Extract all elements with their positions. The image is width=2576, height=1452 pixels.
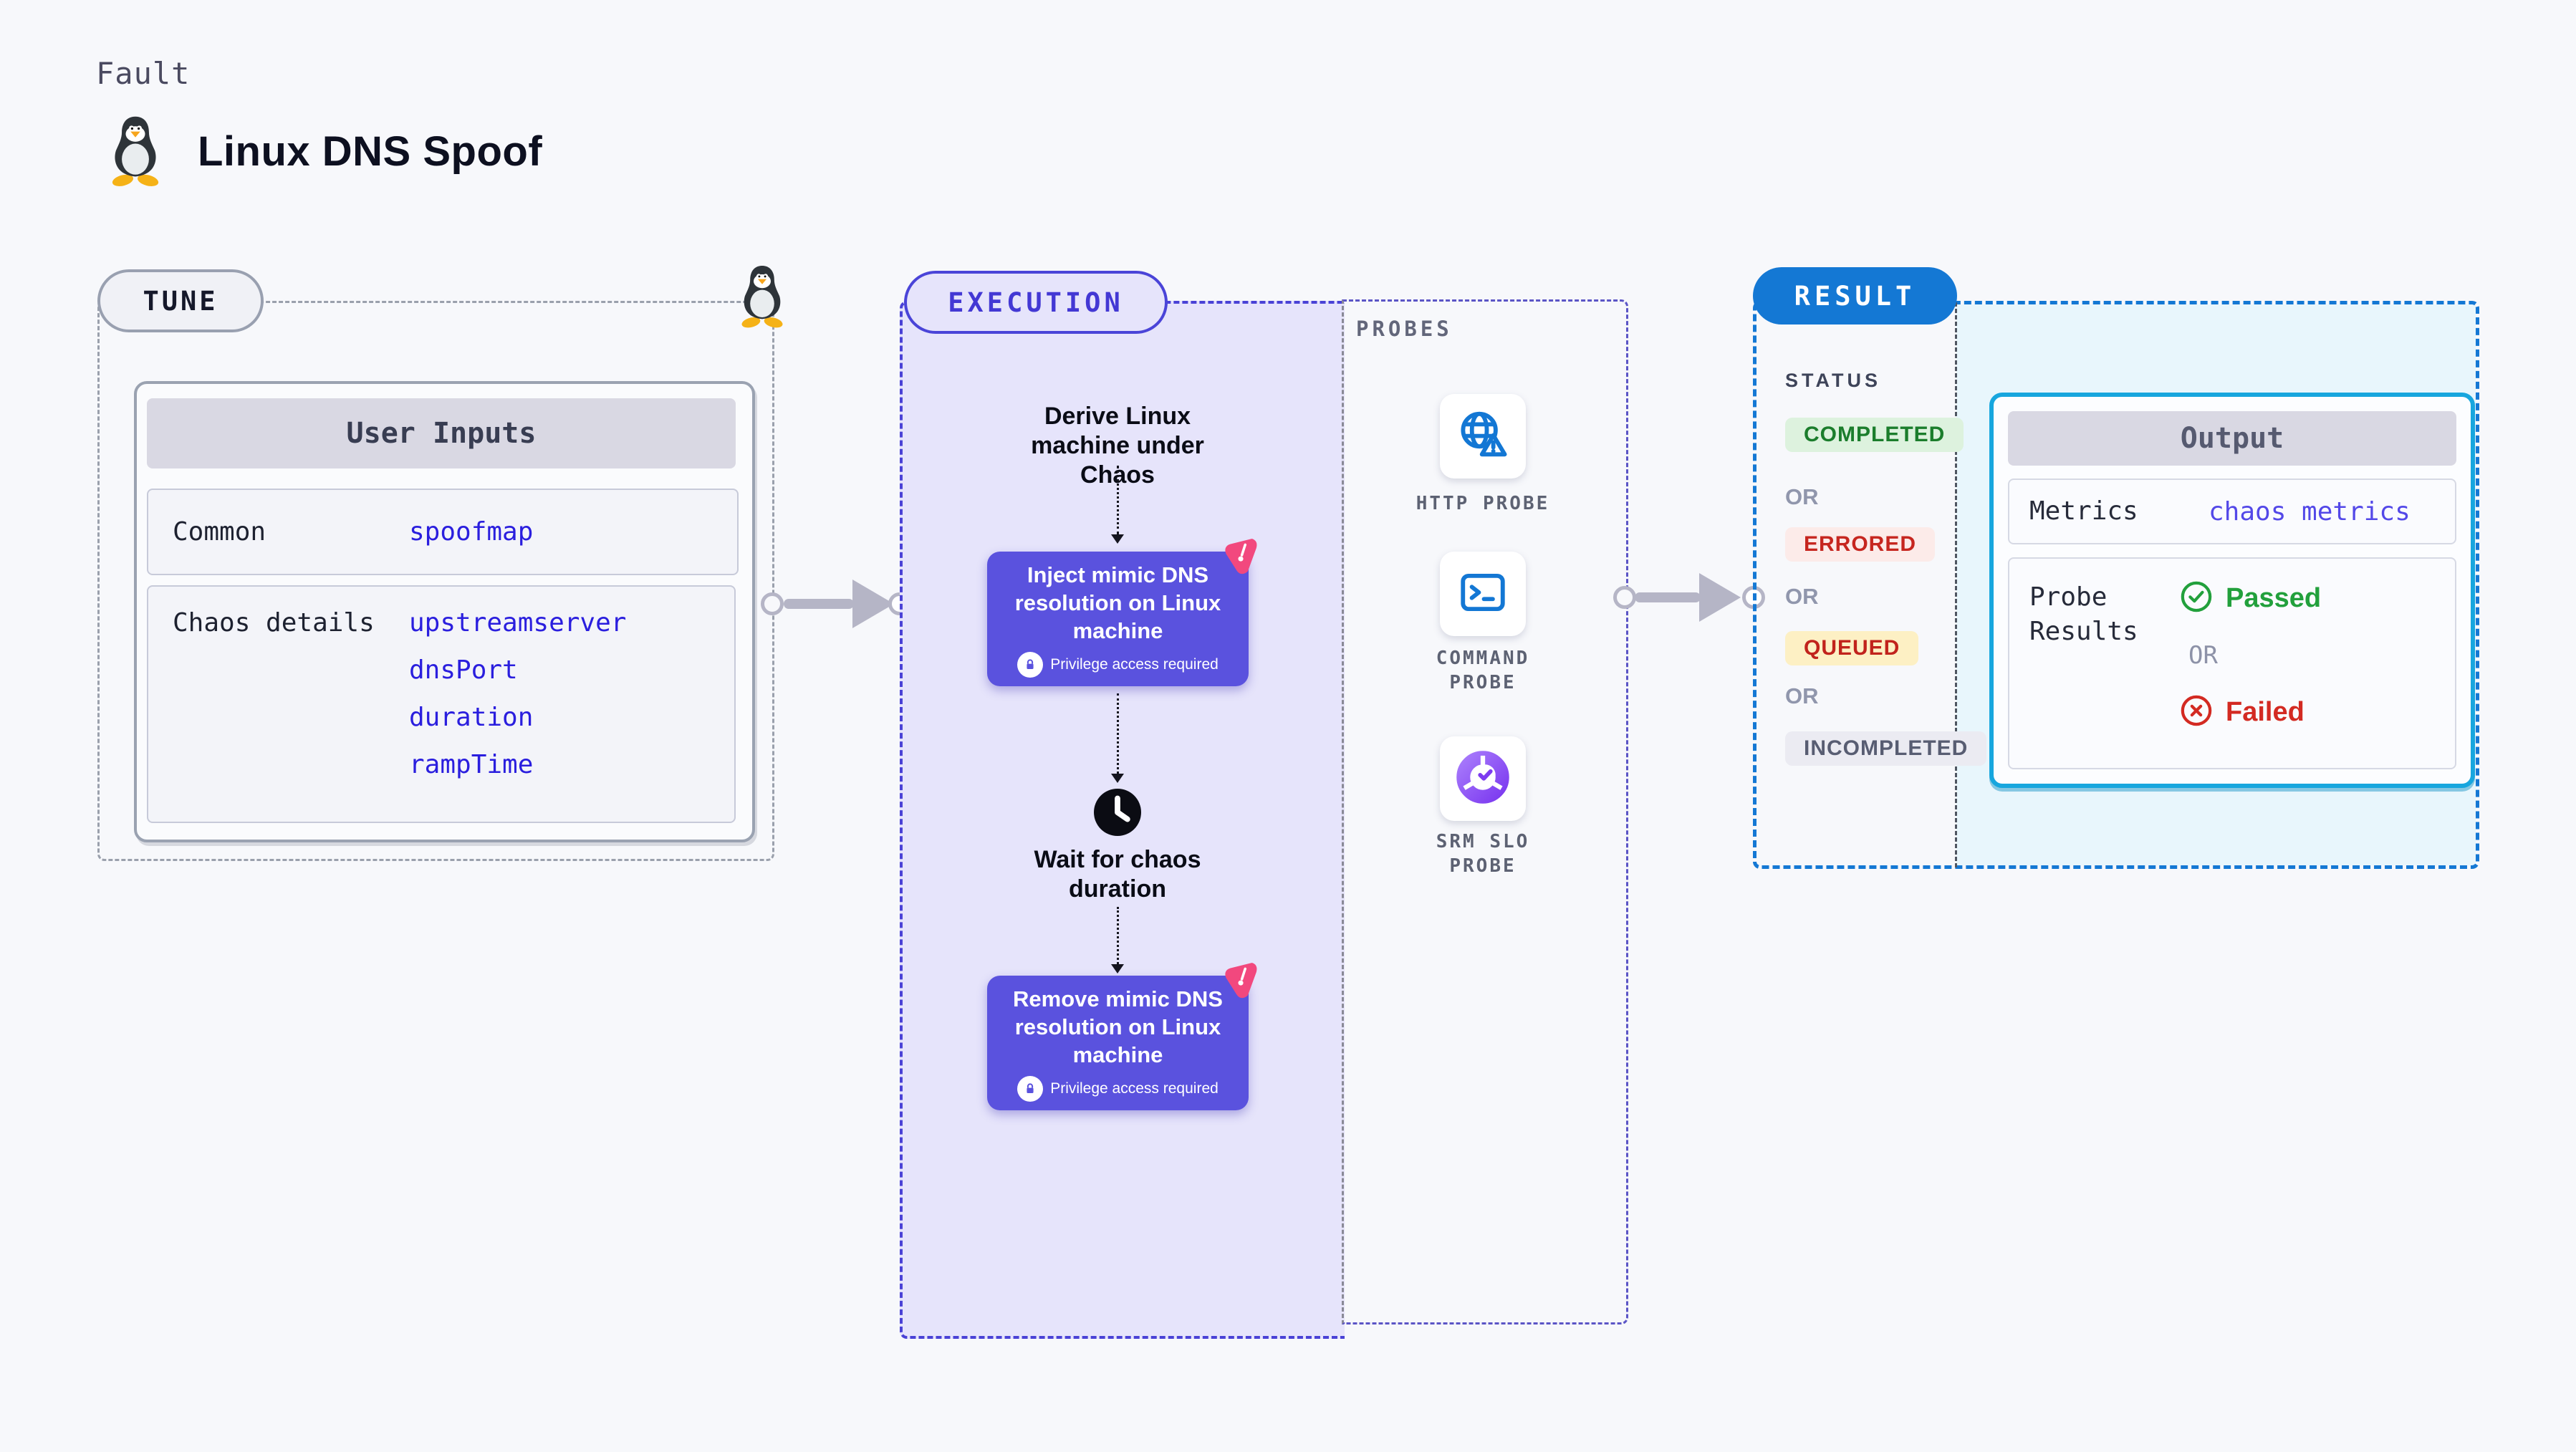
connector-ring bbox=[761, 592, 784, 615]
http-probe-label: HTTP PROBE bbox=[1416, 493, 1550, 514]
input-value: dnsPort bbox=[409, 655, 518, 685]
lock-icon bbox=[1017, 651, 1044, 678]
srm-slo-probe-label: SRM SLO PROBE bbox=[1436, 831, 1530, 877]
privilege-note: Privilege access required bbox=[1050, 655, 1219, 673]
probes-section bbox=[1342, 299, 1628, 1324]
tune-pill: TUNE bbox=[97, 269, 264, 332]
globe-alert-icon bbox=[1455, 407, 1511, 466]
litmus-chaos-icon bbox=[1220, 536, 1260, 576]
user-inputs-header: User Inputs bbox=[147, 398, 736, 468]
flow-connector bbox=[1117, 907, 1119, 964]
terminal-icon bbox=[1456, 566, 1509, 622]
input-row-label: Common bbox=[173, 516, 266, 547]
x-circle-icon bbox=[2180, 694, 2213, 731]
flow-arrow-line bbox=[1635, 592, 1701, 602]
command-probe-label: COMMAND PROBE bbox=[1436, 648, 1530, 693]
status-badge-completed: COMPLETED bbox=[1785, 418, 1964, 452]
input-value: upstreamserver bbox=[409, 608, 627, 638]
step-title: Remove mimic DNS resolution on Linux mac… bbox=[1013, 986, 1223, 1067]
tune-section bbox=[97, 301, 774, 861]
srm-slo-probe-tile bbox=[1440, 736, 1526, 821]
status-badge-incompleted: INCOMPLETED bbox=[1785, 731, 1987, 766]
wait-node-label: Wait for chaos duration bbox=[1034, 846, 1201, 903]
passed-label: Passed bbox=[2226, 583, 2322, 613]
flow-connector-arrow bbox=[1111, 964, 1124, 973]
clock-icon bbox=[1092, 787, 1143, 838]
privilege-note: Privilege access required bbox=[1050, 1080, 1219, 1097]
or-label: OR bbox=[1785, 683, 1819, 708]
or-label: OR bbox=[1785, 484, 1819, 509]
or-label: OR bbox=[1785, 584, 1819, 609]
metrics-value: chaos metrics bbox=[2209, 496, 2411, 527]
input-value: duration bbox=[409, 703, 534, 732]
linux-tux-icon-small bbox=[736, 264, 788, 328]
command-probe-tile bbox=[1440, 552, 1526, 636]
execution-pill: EXECUTION bbox=[904, 271, 1168, 334]
status-heading: STATUS bbox=[1785, 370, 1881, 391]
inject-step-card: Inject mimic DNS resolution on Linux mac… bbox=[987, 539, 1257, 686]
failed-label: Failed bbox=[2226, 697, 2305, 727]
page-title: Linux DNS Spoof bbox=[198, 128, 543, 175]
flow-connector bbox=[1117, 693, 1119, 774]
lock-icon bbox=[1017, 1075, 1044, 1102]
input-row-common: Common spoofmap bbox=[147, 489, 739, 575]
or-label: OR bbox=[2188, 641, 2218, 670]
remove-step-card: Remove mimic DNS resolution on Linux mac… bbox=[987, 963, 1257, 1110]
check-circle-icon bbox=[2180, 580, 2213, 617]
flow-connector-arrow bbox=[1111, 774, 1124, 783]
output-card: Output Metrics chaos metrics Probe Resul… bbox=[1989, 393, 2475, 788]
output-header: Output bbox=[2008, 411, 2456, 466]
result-pill: RESULT bbox=[1753, 267, 1957, 324]
flow-arrow-head bbox=[852, 580, 894, 628]
step-title: Inject mimic DNS resolution on Linux mac… bbox=[1014, 562, 1221, 643]
probe-results-label: Probe Results bbox=[2029, 582, 2138, 646]
metrics-row: Metrics chaos metrics bbox=[2008, 479, 2456, 544]
http-probe-tile bbox=[1440, 394, 1526, 479]
litmus-chaos-icon bbox=[1220, 960, 1260, 1000]
fault-kicker: Fault bbox=[96, 56, 191, 91]
flow-arrow-line bbox=[784, 599, 854, 609]
passed-result: Passed bbox=[2180, 580, 2321, 617]
probes-heading: PROBES bbox=[1356, 317, 1453, 341]
flow-arrow-head bbox=[1699, 573, 1741, 622]
connector-ring bbox=[1613, 586, 1636, 609]
input-row-chaos-details: Chaos details upstreamserver dnsPort dur… bbox=[147, 585, 736, 823]
input-value: rampTime bbox=[409, 750, 534, 779]
input-row-label: Chaos details bbox=[173, 608, 375, 638]
flow-connector bbox=[1117, 466, 1119, 534]
status-badge-queued: QUEUED bbox=[1785, 631, 1919, 665]
linux-tux-icon bbox=[106, 115, 165, 186]
input-row-value: spoofmap bbox=[409, 516, 534, 547]
probe-results-row: Probe Results Passed OR bbox=[2008, 557, 2456, 769]
status-badge-errored: ERRORED bbox=[1785, 527, 1936, 562]
failed-result: Failed bbox=[2180, 694, 2321, 731]
flow-connector-arrow bbox=[1111, 534, 1124, 544]
metrics-label: Metrics bbox=[2029, 496, 2138, 526]
result-divider bbox=[1955, 302, 1957, 867]
result-section bbox=[1753, 301, 2479, 869]
slo-donut-check-icon bbox=[1456, 750, 1510, 808]
input-row-values: upstreamserver dnsPort duration rampTime bbox=[409, 600, 626, 789]
